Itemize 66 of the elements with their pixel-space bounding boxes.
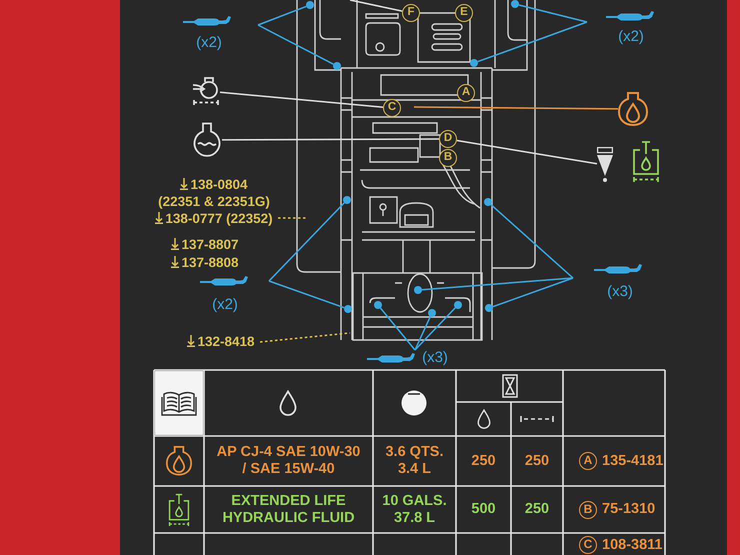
callout-letter: D bbox=[439, 130, 457, 148]
quantity-label: (x3) bbox=[607, 284, 633, 300]
dot-icon bbox=[511, 0, 519, 8]
leader-line bbox=[414, 316, 431, 350]
leader-line bbox=[258, 24, 334, 65]
dot-icon bbox=[374, 301, 382, 309]
fluid-spec: AP CJ-4 SAE 10W-30 / SAE 15W-40 bbox=[216, 444, 362, 478]
leader-line bbox=[422, 277, 574, 290]
interval-hours: 250 bbox=[471, 452, 496, 470]
quantity-label: (x2) bbox=[196, 35, 222, 51]
part-number: 108-3811 bbox=[602, 536, 662, 554]
flask-icon bbox=[192, 122, 222, 158]
dot-icon bbox=[485, 304, 493, 312]
part-number: 132-8418 bbox=[197, 334, 255, 349]
leader-line bbox=[490, 204, 574, 279]
interval-hours: 250 bbox=[524, 501, 550, 518]
quantity-label: (x2) bbox=[618, 29, 644, 45]
dot-icon bbox=[428, 309, 436, 317]
capacity-value: 3.6 QTS. 3.4 L bbox=[384, 444, 445, 478]
leader-line bbox=[478, 21, 588, 62]
part-number: 75-1310 bbox=[602, 501, 656, 518]
fluid-spec: EXTENDED LIFE HYDRAULIC FLUID bbox=[221, 492, 356, 526]
quantity-label: (x2) bbox=[212, 297, 238, 313]
leader-line bbox=[220, 92, 384, 108]
leader-line bbox=[268, 202, 345, 282]
leader-line bbox=[350, 0, 402, 12]
dot-icon bbox=[344, 305, 352, 313]
dot-icon bbox=[343, 196, 351, 204]
dot-icon bbox=[454, 301, 462, 309]
interval-hours: 250 bbox=[524, 452, 550, 470]
leader-line bbox=[380, 308, 416, 350]
dot-icon bbox=[414, 286, 422, 294]
leader-line bbox=[414, 106, 618, 110]
callout-letter: B bbox=[439, 149, 457, 167]
dot-icon bbox=[484, 198, 492, 206]
leader-line bbox=[268, 280, 344, 308]
part-number: 137-8808 bbox=[181, 255, 239, 270]
part-number: 137-8807 bbox=[181, 237, 239, 252]
callout-letter: C bbox=[383, 99, 401, 117]
leader-line bbox=[260, 332, 350, 343]
leader-line bbox=[414, 307, 456, 351]
callout-letter: E bbox=[455, 4, 473, 22]
air-filter-icon bbox=[192, 76, 220, 106]
callout-letter: F bbox=[402, 4, 420, 22]
funnel-filter-icon bbox=[597, 147, 613, 183]
leader-line bbox=[492, 277, 574, 308]
part-number: 138-0777 (22352) bbox=[165, 211, 273, 226]
callout-letter: A bbox=[457, 84, 475, 102]
callout-letter: B bbox=[579, 500, 597, 518]
engine-oil-icon bbox=[618, 92, 648, 126]
dot-icon bbox=[306, 1, 314, 9]
leader-line bbox=[222, 138, 439, 141]
leader-line bbox=[456, 140, 598, 164]
callout-letter: A bbox=[579, 452, 597, 470]
part-number: 135-4181 bbox=[602, 452, 664, 470]
leader-line bbox=[278, 217, 307, 219]
dot-icon bbox=[333, 62, 341, 70]
quantity-label: (x3) bbox=[422, 350, 448, 366]
interval-hours: 500 bbox=[471, 501, 496, 518]
leader-line bbox=[258, 6, 307, 26]
callout-letter: C bbox=[579, 536, 597, 554]
part-number: 138-0804 bbox=[190, 177, 248, 192]
part-number: (22351 & 22351G) bbox=[158, 194, 270, 209]
capacity-value: 10 GALS. 37.8 L bbox=[381, 492, 448, 526]
leader-line bbox=[518, 4, 588, 23]
dot-icon bbox=[470, 59, 478, 67]
